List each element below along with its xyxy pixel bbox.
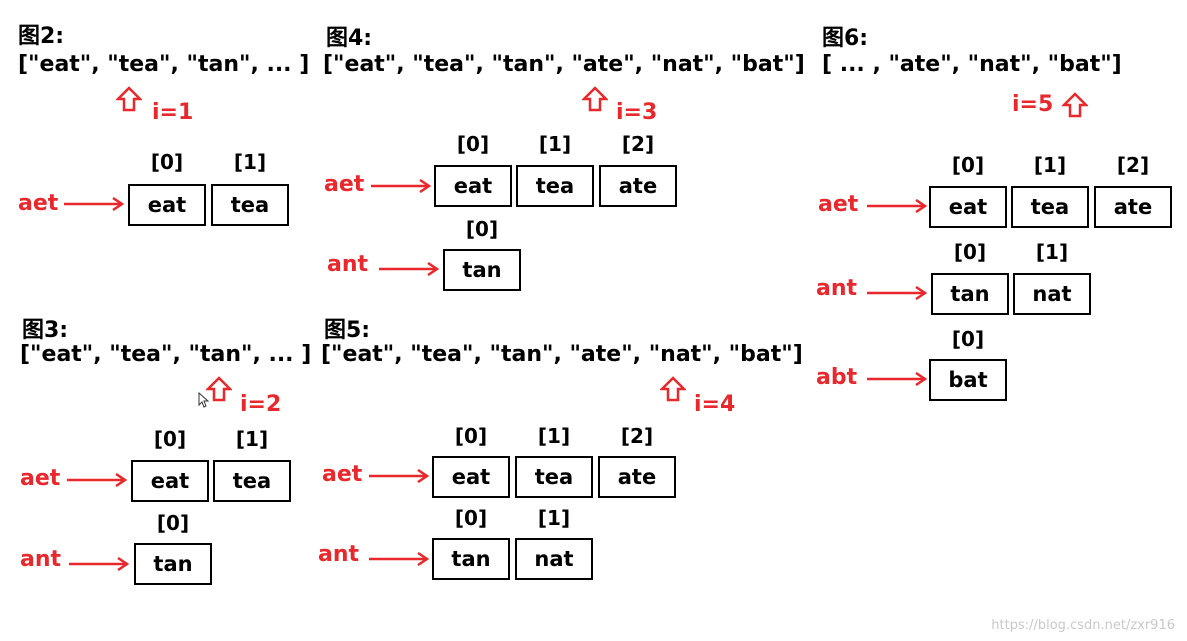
array-literal: ["eat", "tea", "tan", "ate", "nat", "bat…	[321, 342, 803, 367]
cell-index: [0]	[951, 153, 985, 177]
bucket-cell: bat	[929, 359, 1007, 401]
right-arrow-icon	[867, 372, 928, 386]
right-arrow-icon	[67, 473, 128, 487]
figure-title: 图2:	[18, 24, 65, 49]
right-arrow-icon	[369, 552, 430, 566]
figure-title: 图5:	[324, 318, 371, 343]
array-literal: ["eat", "tea", "tan", ... ]	[20, 342, 312, 367]
right-arrow-icon	[369, 469, 430, 483]
array-literal: ["eat", "tea", "tan", "ate", "nat", "bat…	[323, 52, 805, 77]
right-arrow-icon	[69, 557, 130, 571]
cell-index: [0]	[156, 511, 190, 535]
cell-index: [0]	[465, 217, 499, 241]
bucket-cell: ate	[1094, 186, 1172, 228]
bucket-cell: tea	[1011, 186, 1089, 228]
right-arrow-icon	[867, 286, 928, 300]
bucket-cell: eat	[929, 186, 1007, 228]
bucket-cell: tan	[134, 543, 212, 585]
row-label-abt: abt	[816, 365, 858, 390]
bucket-cell: ate	[599, 165, 677, 207]
cell-index: [0]	[454, 424, 488, 448]
row-label-ant: ant	[327, 252, 369, 277]
bucket-cell: tea	[213, 460, 291, 502]
cell-index: [0]	[153, 427, 187, 451]
cell-index: [2]	[621, 132, 655, 156]
index-pointer-label: i=1	[152, 100, 194, 125]
row-label-ant: ant	[816, 276, 858, 301]
figure-title: 图3:	[22, 318, 69, 343]
bucket-cell: ate	[598, 456, 676, 498]
up-arrow-icon	[582, 86, 608, 112]
array-literal: ["eat", "tea", "tan", ... ]	[18, 52, 310, 77]
bucket-cell: tea	[515, 456, 593, 498]
figure-title: 图4:	[326, 26, 373, 51]
row-label-aet: aet	[20, 466, 61, 491]
cell-index: [1]	[1035, 240, 1069, 264]
up-arrow-icon	[660, 376, 686, 402]
bucket-cell: nat	[515, 538, 593, 580]
bucket-cell: tea	[516, 165, 594, 207]
row-label-ant: ant	[318, 542, 360, 567]
cell-index: [0]	[454, 506, 488, 530]
index-pointer-label: i=5	[1012, 92, 1054, 117]
bucket-cell: eat	[128, 184, 206, 226]
figure-title: 图6:	[822, 26, 869, 51]
up-arrow-icon	[1062, 92, 1088, 118]
bucket-cell: tan	[443, 249, 521, 291]
cell-index: [1]	[538, 132, 572, 156]
cell-index: [0]	[150, 150, 184, 174]
cell-index: [0]	[953, 240, 987, 264]
array-literal: [ ... , "ate", "nat", "bat"]	[822, 52, 1122, 77]
bucket-cell: eat	[434, 165, 512, 207]
up-arrow-icon	[206, 376, 232, 402]
bucket-cell: tea	[211, 184, 289, 226]
row-label-aet: aet	[324, 172, 365, 197]
bucket-cell: tan	[432, 538, 510, 580]
bucket-cell: tan	[931, 273, 1009, 315]
cell-index: [0]	[951, 327, 985, 351]
row-label-aet: aet	[818, 192, 859, 217]
cell-index: [2]	[1116, 153, 1150, 177]
bucket-cell: eat	[131, 460, 209, 502]
cell-index: [1]	[537, 424, 571, 448]
cell-index: [1]	[1033, 153, 1067, 177]
cell-index: [0]	[456, 132, 490, 156]
cell-index: [1]	[537, 506, 571, 530]
index-pointer-label: i=4	[694, 392, 736, 417]
cell-index: [2]	[620, 424, 654, 448]
bucket-cell: eat	[432, 456, 510, 498]
bucket-cell: nat	[1013, 273, 1091, 315]
index-pointer-label: i=3	[616, 100, 658, 125]
row-label-ant: ant	[20, 547, 62, 572]
index-pointer-label: i=2	[240, 392, 282, 417]
mouse-cursor-icon	[198, 392, 210, 408]
row-label-aet: aet	[18, 191, 59, 216]
cell-index: [1]	[233, 150, 267, 174]
right-arrow-icon	[867, 199, 928, 213]
right-arrow-icon	[371, 179, 432, 193]
cell-index: [1]	[235, 427, 269, 451]
up-arrow-icon	[116, 86, 142, 112]
right-arrow-icon	[64, 197, 125, 211]
right-arrow-icon	[379, 262, 440, 276]
watermark: https://blog.csdn.net/zxr916	[991, 618, 1175, 633]
row-label-aet: aet	[322, 462, 363, 487]
